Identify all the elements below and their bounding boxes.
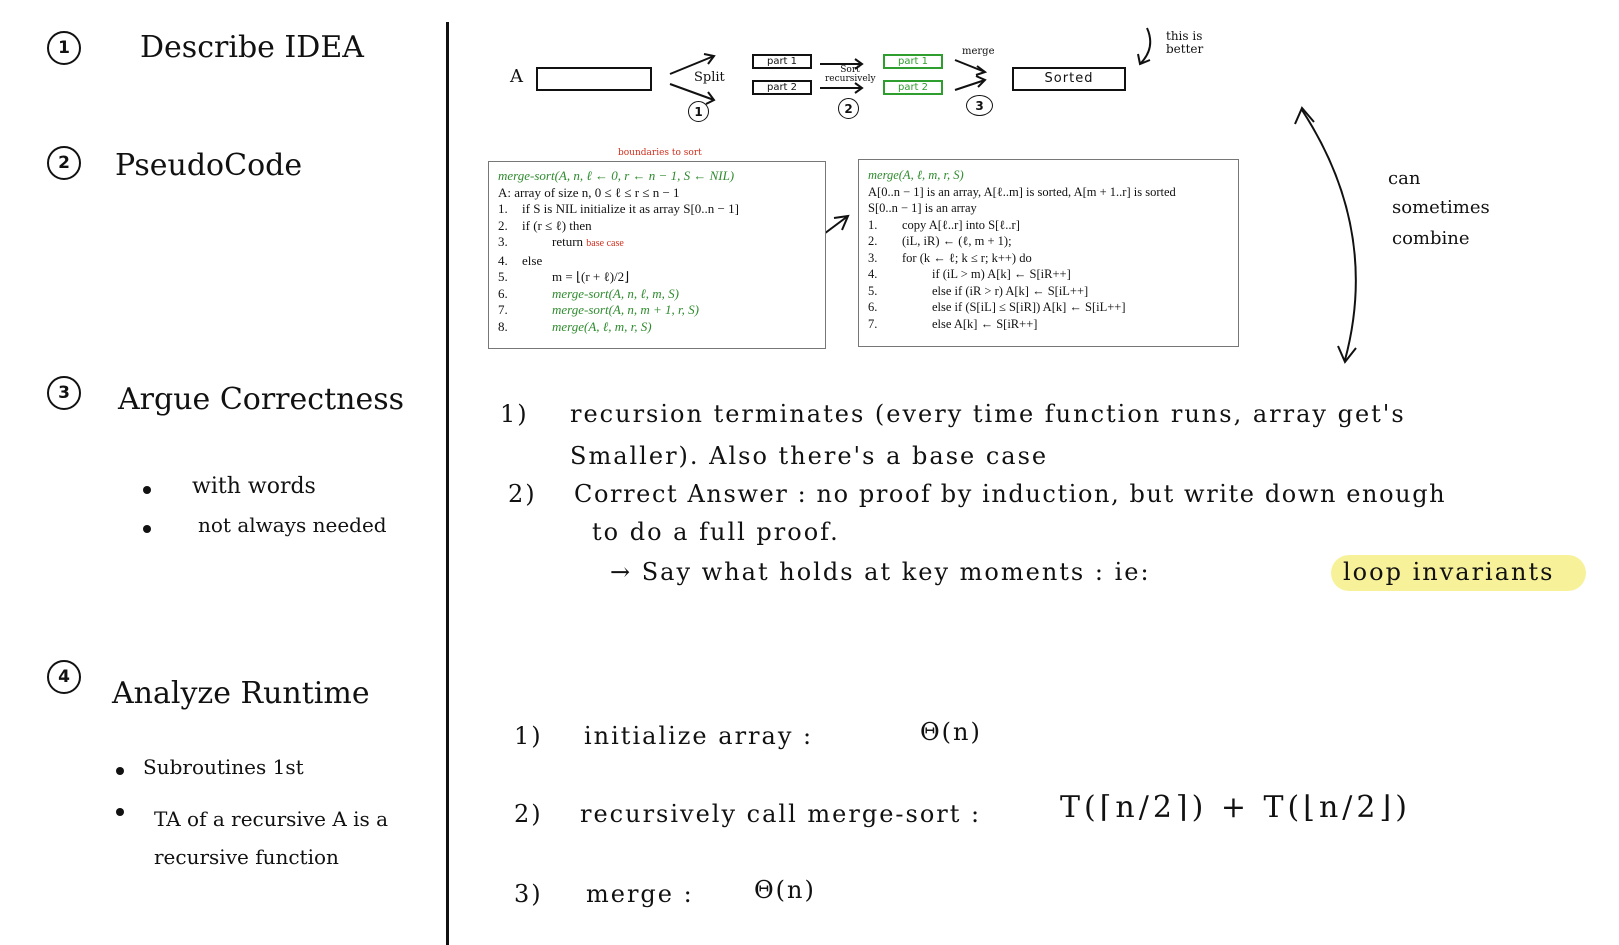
- runtime-3-num: 3): [514, 880, 543, 908]
- step-number-1: 1: [47, 31, 81, 65]
- merge-desc-1: A[0..n − 1] is an array, A[ℓ..m] is sort…: [868, 184, 1176, 199]
- split-label: Split: [694, 70, 725, 85]
- combine-note-line2: sometimes: [1392, 197, 1490, 218]
- correctness-3-line: → Say what holds at key moments : ie:: [610, 558, 1151, 586]
- runtime-2-cost: T(⌈n/2⌉) + T(⌊n/2⌋): [1060, 790, 1411, 825]
- runtime-3-cost: Θ(n): [754, 876, 816, 904]
- merge-sort-header: merge-sort(A, n, ℓ ← 0, r ← n − 1, S ← N…: [498, 168, 735, 183]
- step-title-analyze-runtime: Analyze Runtime: [112, 676, 370, 711]
- merge-header: merge(A, ℓ, m, r, S): [868, 168, 964, 182]
- runtime-1-label: initialize array :: [584, 722, 814, 750]
- runtime-3-label: merge :: [586, 880, 694, 908]
- diagram-step-1: 1: [688, 101, 709, 122]
- correctness-1-line1: recursion terminates (every time functio…: [570, 400, 1406, 428]
- runtime-1-cost: Θ(n): [920, 718, 982, 746]
- runtime-1-num: 1): [514, 722, 543, 750]
- bullet-recursive-function: TA of a recursive A is a recursive funct…: [154, 807, 389, 869]
- boundaries-annotation: boundaries to sort: [618, 148, 702, 158]
- diagram-step-3: 3: [966, 95, 993, 116]
- merge-sort-code-box: merge-sort(A, n, ℓ ← 0, r ← n − 1, S ← N…: [488, 161, 826, 349]
- bullet-not-always-needed: not always needed: [198, 513, 387, 537]
- runtime-2-num: 2): [514, 800, 543, 828]
- step-number-2: 2: [47, 146, 81, 180]
- merge-label: merge: [962, 46, 995, 57]
- step-title-argue-correctness: Argue Correctness: [118, 382, 404, 417]
- bullet-dot: [116, 808, 124, 816]
- step-number-3: 3: [47, 376, 81, 410]
- array-box: [536, 67, 652, 91]
- column-divider: [446, 22, 449, 945]
- bullet-with-words: with words: [192, 474, 316, 499]
- array-label: A: [510, 66, 523, 87]
- sorted-part2-box: part 2: [883, 80, 943, 95]
- sorted-box: Sorted: [1012, 67, 1126, 91]
- sorted-part1-box: part 1: [883, 54, 943, 69]
- part1-box: part 1: [752, 54, 812, 69]
- diagram-step-2: 2: [838, 98, 859, 119]
- step-title-pseudocode: PseudoCode: [115, 148, 303, 183]
- correctness-1-num: 1): [500, 400, 529, 428]
- combine-note-line3: combine: [1392, 228, 1470, 249]
- bullet-dot: [143, 525, 151, 533]
- correctness-2-line2: to do a full proof.: [592, 518, 840, 546]
- bullet-subroutines-first: Subroutines 1st: [143, 755, 304, 779]
- correctness-2-line1: Correct Answer : no proof by induction, …: [574, 480, 1447, 508]
- part2-box: part 2: [752, 80, 812, 95]
- correctness-1-line2: Smaller). Also there's a base case: [570, 442, 1049, 470]
- step-title-describe-idea: Describe IDEA: [140, 30, 364, 65]
- merge-sort-desc: A: array of size n, 0 ≤ ℓ ≤ r ≤ n − 1: [498, 184, 680, 200]
- bullet-dot: [143, 486, 151, 494]
- step-number-4: 4: [47, 660, 81, 694]
- correctness-2-num: 2): [508, 480, 537, 508]
- loop-invariants-highlight: [1331, 555, 1586, 591]
- combine-note-line1: can: [1388, 168, 1421, 189]
- this-is-better-note: this is better: [1166, 29, 1204, 56]
- merge-desc-2: S[0..n − 1] is an array: [868, 201, 977, 215]
- sort-recursively-label: Sort recursively: [825, 65, 876, 84]
- bullet-dot: [116, 767, 124, 775]
- merge-code-box: merge(A, ℓ, m, r, S) A[0..n − 1] is an a…: [858, 159, 1239, 347]
- runtime-2-label: recursively call merge-sort :: [580, 800, 982, 828]
- loop-invariants-text: loop invariants: [1343, 558, 1555, 586]
